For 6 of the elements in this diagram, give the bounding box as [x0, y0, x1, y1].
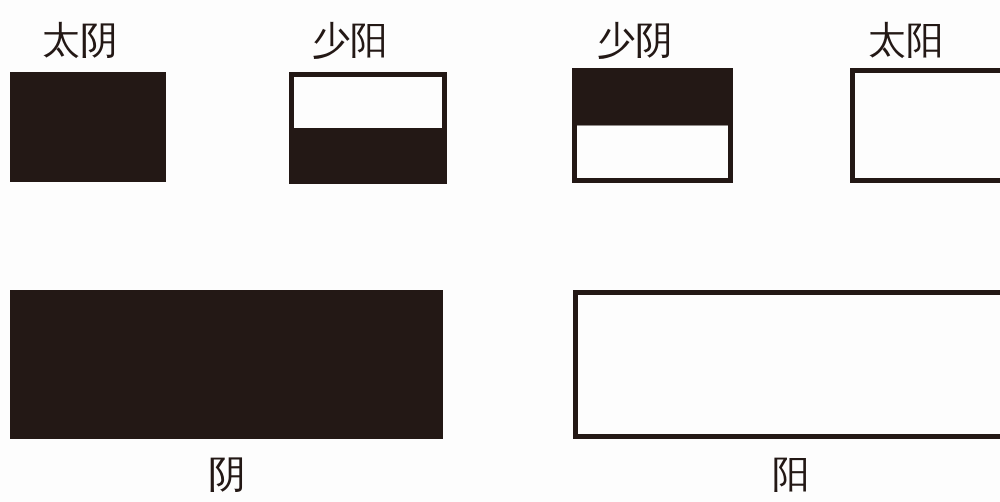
heading-text: 太阳 — [868, 18, 944, 62]
heading-text: 少阴 — [597, 18, 673, 62]
heading-text: 太阴 — [42, 18, 118, 62]
heading-text: 阳 — [772, 452, 810, 496]
heading-text: 少阳 — [312, 18, 388, 62]
heading-text: 阴 — [208, 452, 246, 496]
